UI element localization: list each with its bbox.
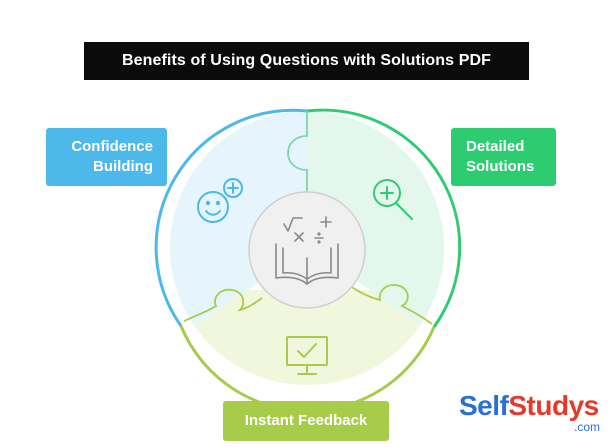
- center-hub: [248, 191, 366, 309]
- monitor-check-icon: [286, 336, 328, 375]
- label-detailed-solutions: Detailed Solutions: [451, 128, 556, 186]
- math-book-icon: [275, 216, 339, 285]
- label-detailed-solutions-line1: Detailed: [466, 138, 525, 155]
- label-confidence-building-line1: Confidence: [71, 138, 153, 155]
- label-confidence-building-line2: Building: [93, 158, 153, 175]
- diagram-title: Benefits of Using Questions with Solutio…: [84, 42, 529, 80]
- brand-self-text: Self: [459, 390, 509, 421]
- label-detailed-solutions-line2: Solutions: [466, 158, 535, 175]
- magnifier-plus-icon: [373, 179, 413, 220]
- label-instant-feedback: Instant Feedback: [223, 401, 389, 441]
- brand-domain: .com: [573, 420, 600, 434]
- brand-wordmark: SelfStudys: [459, 389, 599, 423]
- brand-studys-text: Studys: [508, 390, 599, 421]
- label-confidence-building: Confidence Building: [46, 128, 167, 186]
- label-instant-feedback-text: Instant Feedback: [244, 412, 368, 429]
- brand-logo: SelfStudys .com: [459, 389, 604, 437]
- smiley-plus-icon: [197, 178, 243, 223]
